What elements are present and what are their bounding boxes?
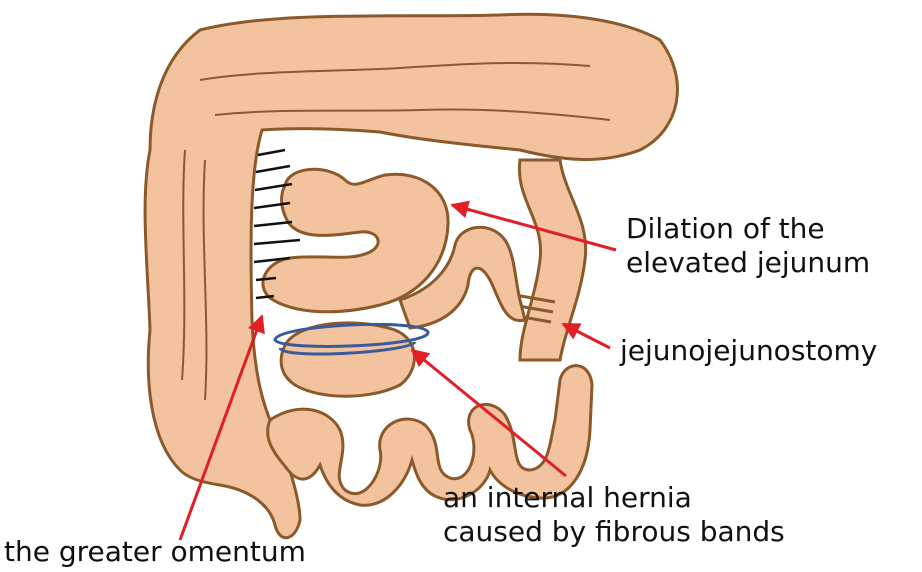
arrow-jejunojejunostomy [563, 324, 610, 348]
herniated-loop [281, 323, 414, 396]
label-hernia-line2: caused by fibrous bands [443, 515, 785, 549]
label-greater-omentum: the greater omentum [4, 535, 306, 569]
label-internal-hernia: an internal hernia caused by fibrous ban… [443, 481, 785, 549]
label-dilation: Dilation of the elevated jejunum [626, 212, 870, 280]
label-dilation-line2: elevated jejunum [626, 246, 870, 280]
label-jejunojejunostomy: jejunojejunostomy [620, 334, 877, 368]
label-dilation-line1: Dilation of the [626, 212, 870, 246]
label-hernia-line1: an internal hernia [443, 481, 785, 515]
